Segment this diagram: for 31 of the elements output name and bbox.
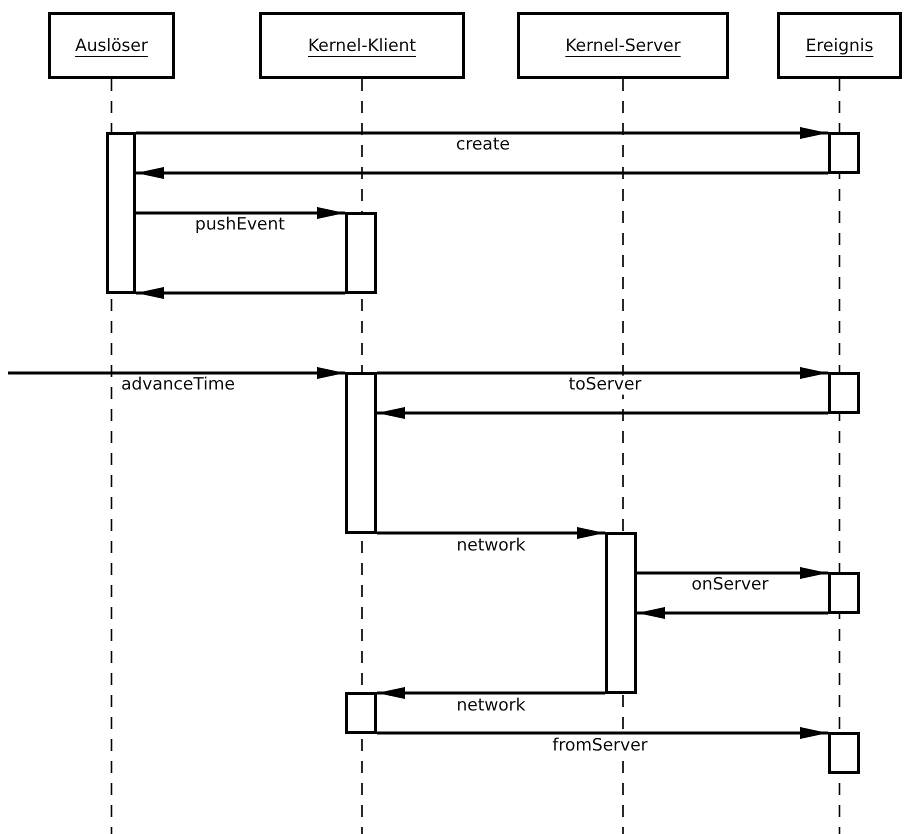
- object-name: Ereignis: [806, 36, 874, 56]
- object-name: Kernel-Server: [565, 36, 681, 56]
- message-arrow: [8, 367, 345, 379]
- message-arrow: [377, 367, 828, 379]
- message-arrow: [377, 727, 828, 739]
- object-box: [48, 12, 175, 79]
- message-arrow: [637, 567, 828, 579]
- activation-bar: [828, 372, 860, 414]
- message-arrow: [136, 207, 345, 219]
- activation-bar: [828, 732, 860, 774]
- activation-bar: [828, 572, 860, 614]
- message-arrow: [377, 407, 828, 419]
- activation-bar: [828, 132, 860, 174]
- activation-bar: [106, 132, 136, 294]
- message-arrow: [377, 687, 605, 699]
- activation-bar: [605, 532, 637, 694]
- activation-bar: [345, 212, 377, 294]
- object-name: Kernel-Klient: [308, 36, 416, 56]
- message-arrow: [637, 607, 828, 619]
- edge-label: pushEvent: [194, 216, 286, 234]
- object-box: [259, 12, 465, 79]
- message-arrow: [136, 287, 345, 299]
- message-arrow: [136, 167, 828, 179]
- activation-bar: [345, 372, 377, 534]
- edge-label: toServer: [568, 376, 642, 394]
- message-arrow: [377, 527, 605, 539]
- object-box: [517, 12, 729, 79]
- object-name: Auslöser: [75, 36, 148, 56]
- object-box: [777, 12, 902, 79]
- activation-bar: [345, 692, 377, 734]
- message-arrow: [136, 127, 828, 139]
